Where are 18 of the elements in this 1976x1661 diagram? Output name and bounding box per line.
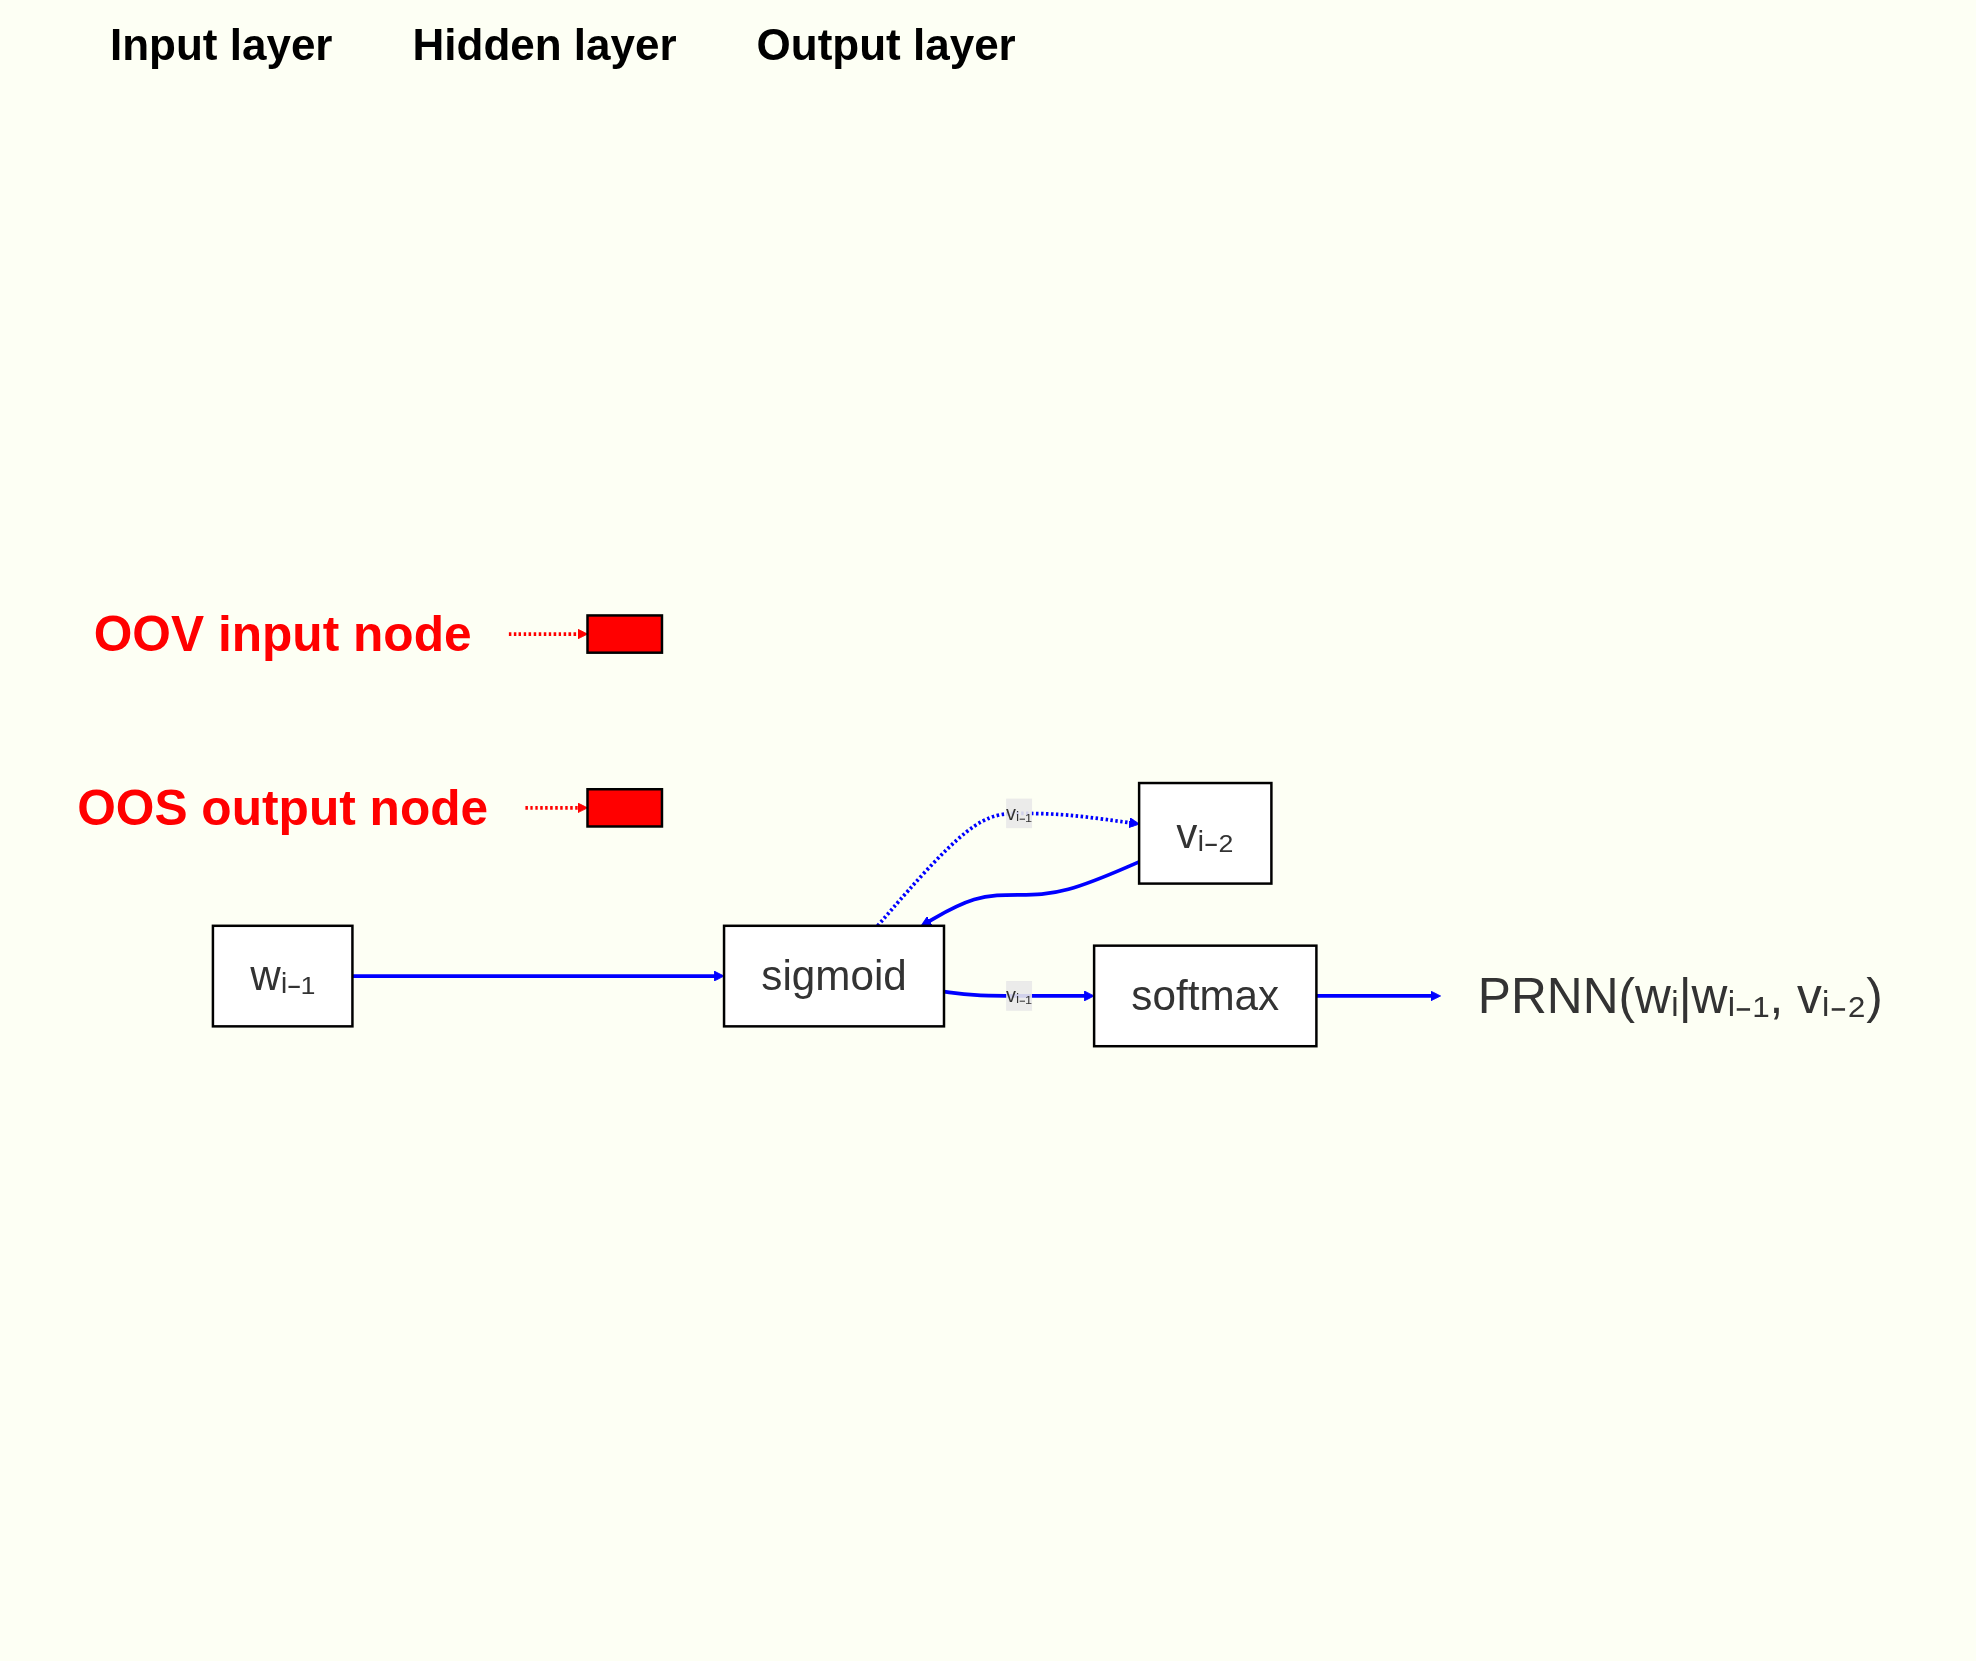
layer-heading: Hidden layer bbox=[412, 20, 677, 70]
arrow bbox=[352, 970, 725, 982]
arrow bbox=[1316, 990, 1442, 1002]
node-text: OOV input node bbox=[93, 606, 472, 662]
node-box: vᵢ₋₂ bbox=[1137, 781, 1273, 885]
node-box bbox=[586, 614, 664, 654]
arrow bbox=[508, 628, 588, 640]
layer-heading: Input layer bbox=[110, 20, 333, 70]
layer-heading: Output layer bbox=[756, 20, 1016, 70]
node-text: OOS output node bbox=[77, 780, 489, 836]
node-box bbox=[586, 788, 664, 828]
edge-label: vᵢ₋₁ bbox=[1006, 802, 1033, 824]
node-box: sigmoid bbox=[722, 924, 946, 1028]
arrow bbox=[525, 802, 588, 814]
edge-label: vᵢ₋₁ bbox=[1006, 984, 1033, 1006]
node-box: wᵢ₋₁ bbox=[211, 924, 354, 1028]
node-box: softmax bbox=[1092, 944, 1318, 1048]
node-text: PRNN(wᵢ|wᵢ₋₁, vᵢ₋₂) bbox=[1477, 968, 1883, 1024]
